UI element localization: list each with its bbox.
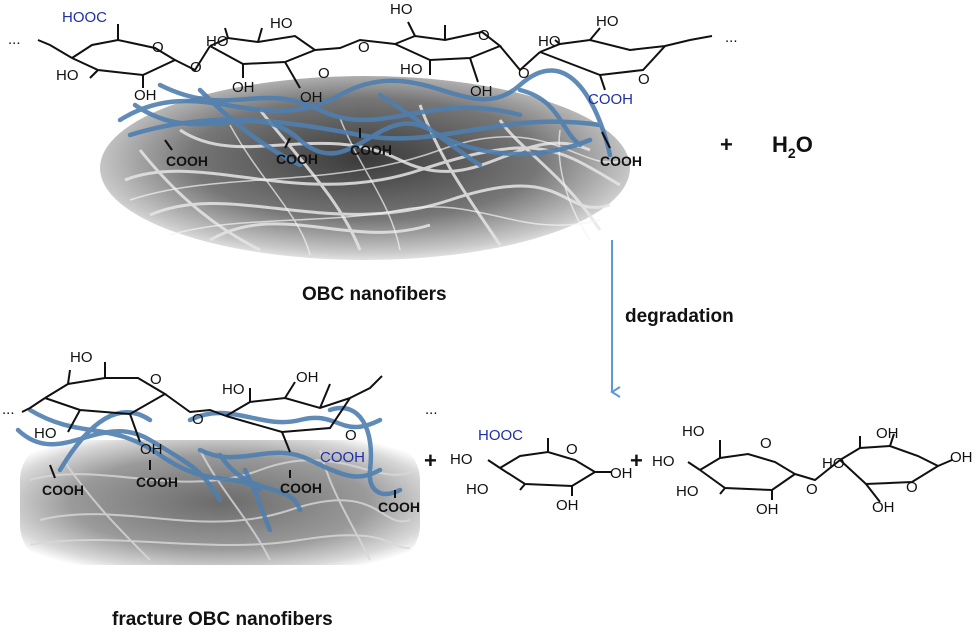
top-hooc-blue: HOOC [62, 9, 107, 26]
top-oh-2: OH [232, 79, 255, 96]
glucuronic-ho-1: HO [450, 451, 473, 468]
top-cellulose-chain [37, 21, 713, 91]
bottom-surface-cooh-1: COOH [42, 482, 84, 498]
cellobiose-o-ring-1: O [760, 435, 772, 452]
cellobiose-oh-3: OH [950, 449, 973, 466]
cellobiose-o-ring-2: O [906, 479, 918, 496]
top-o-ring-1: O [152, 39, 164, 56]
top-surface-cooh-2: COOH [276, 151, 318, 167]
bottom-ho-2: HO [34, 425, 57, 442]
top-ho-1: HO [56, 67, 79, 84]
glucuronic-oh-2: OH [610, 465, 633, 482]
bottom-caption: fracture OBC nanofibers [112, 609, 333, 630]
bottom-cellulose-chain [21, 362, 383, 453]
bottom-o-ring-1: O [150, 371, 162, 388]
top-ho-6: HO [538, 33, 561, 50]
top-plus: + [720, 132, 733, 157]
top-ho-2: HO [206, 33, 229, 50]
cellobiose-ho-3: HO [676, 483, 699, 500]
bottom-oh-1: OH [140, 441, 163, 458]
cellobiose-ho-1: HO [682, 423, 705, 440]
top-ellipsis-right: ... [725, 29, 738, 46]
product-plus: + [630, 448, 643, 473]
top-o-link-1: O [190, 59, 202, 76]
product-cellobiose: HO O HO HO OH O HO OH O OH OH [652, 423, 973, 518]
cellobiose-oh-2: OH [876, 425, 899, 442]
bottom-surface-cooh-2: COOH [136, 474, 178, 490]
cellobiose-oh-4: OH [872, 499, 895, 516]
degradation-arrow: degradation [610, 240, 734, 398]
cellobiose-ho-4: HO [822, 455, 845, 472]
top-caption: OBC nanofibers [302, 284, 447, 305]
top-ho-7: HO [596, 13, 619, 30]
glucuronic-o: O [566, 441, 578, 458]
top-o-ring-4: O [638, 71, 650, 88]
product-glucuronic-acid: HOOC O HO HO OH OH [450, 427, 633, 514]
top-oh-3: OH [300, 89, 323, 106]
top-ho-4: HO [390, 1, 413, 18]
water-sub: 2 [788, 145, 796, 161]
bottom-panel: ... ... HO O HO OH O HO OH O COOH COOH C… [2, 349, 438, 630]
bottom-o-link: O [192, 411, 204, 428]
degradation-label: degradation [625, 306, 734, 327]
top-o-link-3: O [518, 65, 530, 82]
top-surface-cooh-1: COOH [166, 153, 208, 169]
glucuronic-ho-2: HO [466, 481, 489, 498]
bottom-ellipsis-right: ... [425, 401, 438, 418]
bottom-oh-2: OH [296, 369, 319, 386]
bottom-ho-3: HO [222, 381, 245, 398]
water-h: H [772, 132, 788, 157]
top-panel: ... ... HOOC COOH HO OH O O HO HO OH OH … [8, 1, 813, 305]
water-o: O [796, 132, 813, 157]
top-ho-5: HO [400, 61, 423, 78]
bottom-ho-1: HO [70, 349, 93, 366]
top-cooh-blue: COOH [588, 91, 633, 108]
top-ellipsis-left: ... [8, 31, 21, 48]
glucuronic-hooc: HOOC [478, 427, 523, 444]
top-surface-cooh-4: COOH [600, 153, 642, 169]
cellobiose-o-link: O [806, 481, 818, 498]
cellobiose-oh-1: OH [756, 501, 779, 518]
top-surface-cooh-3: COOH [350, 142, 392, 158]
cellobiose-ho-2: HO [652, 453, 675, 470]
top-oh-1: OH [134, 87, 157, 104]
top-o-ring-3: O [478, 27, 490, 44]
bottom-blue-fibers [15, 405, 403, 533]
top-ho-3: HO [270, 15, 293, 32]
bottom-surface-cooh-4: COOH [378, 499, 420, 515]
top-oh-4: OH [470, 83, 493, 100]
bottom-cooh-blue: COOH [320, 449, 365, 466]
glucuronic-oh-1: OH [556, 497, 579, 514]
top-o-link-2: O [358, 39, 370, 56]
bottom-ellipsis-left: ... [2, 401, 15, 418]
water-formula: H2O [772, 132, 813, 161]
top-o-ring-2: O [318, 65, 330, 82]
bottom-plus: + [424, 448, 437, 473]
bottom-o-ring-2: O [345, 427, 357, 444]
bottom-surface-cooh-3: COOH [280, 480, 322, 496]
